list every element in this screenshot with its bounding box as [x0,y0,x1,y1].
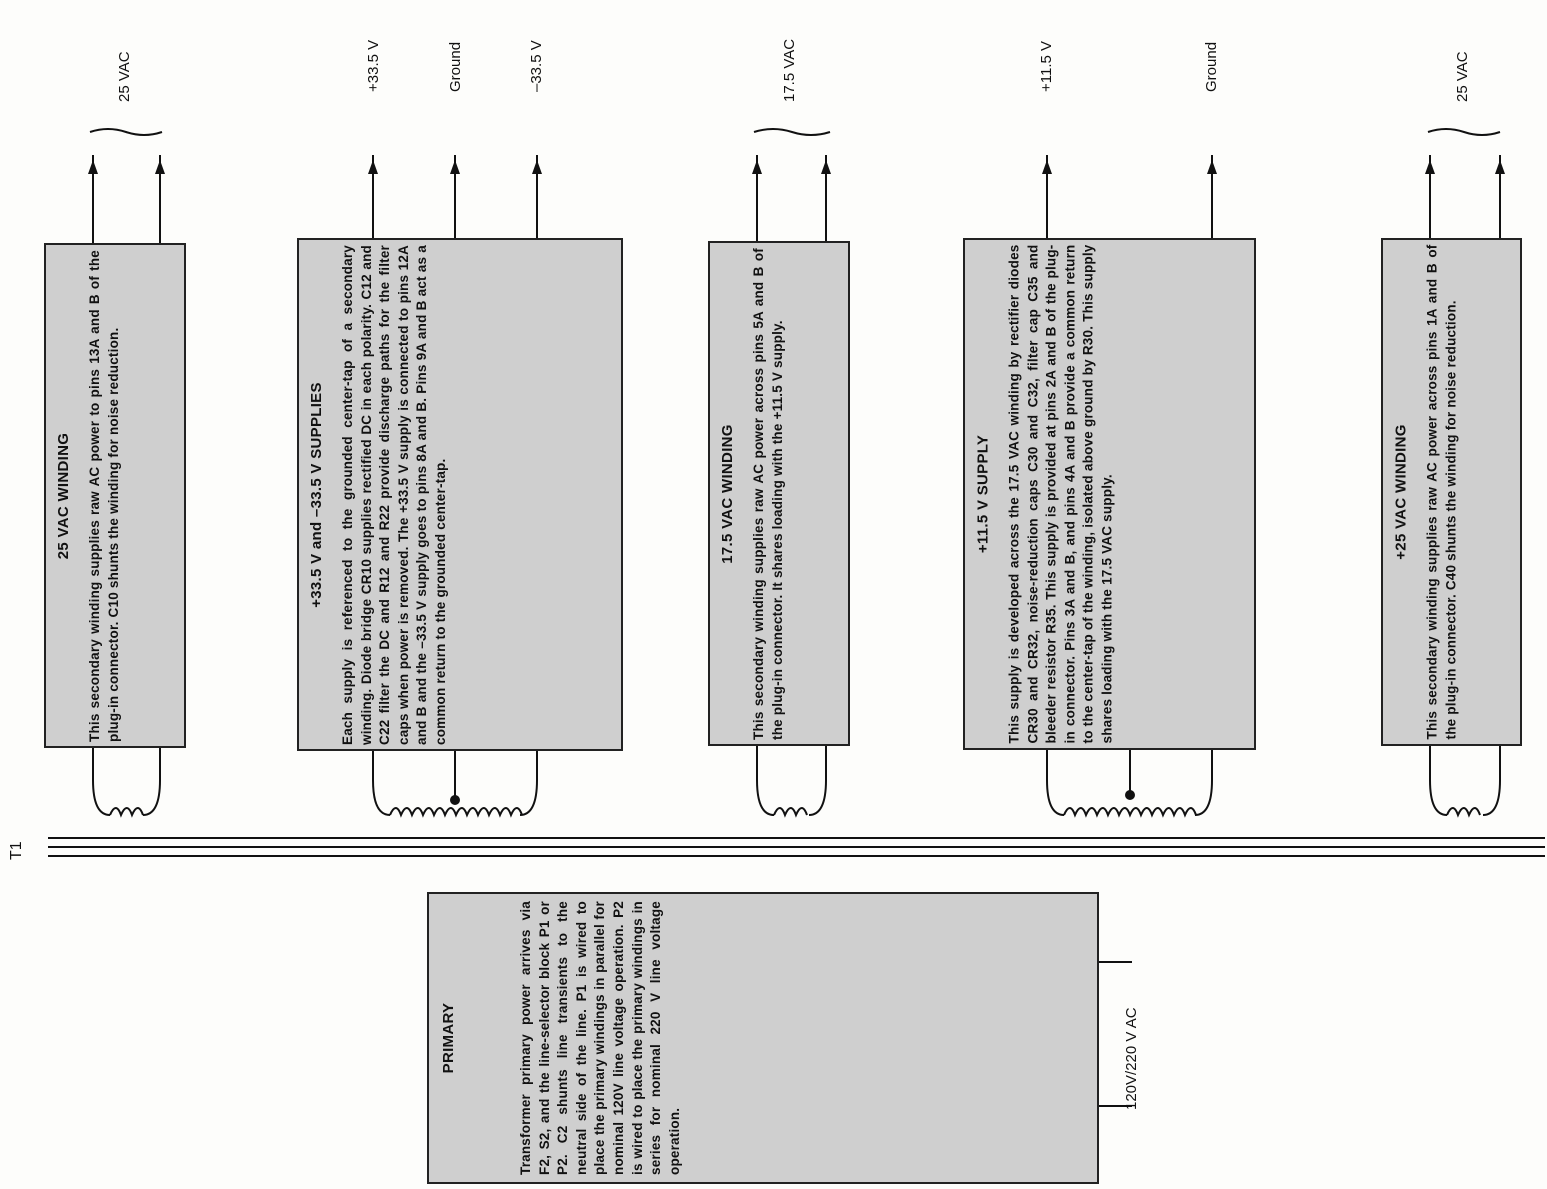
box-text: This secondary winding supplies raw AC p… [1424,244,1458,740]
box-17vac-winding: 17.5 VAC WINDING This secondary winding … [708,241,850,746]
output-label-ground-1: Ground [447,41,464,92]
box-33v-supplies: +33.5 V and –33.5 V SUPPLIES Each supply… [297,238,623,751]
output-label-plus-33v: +33.5 V [365,39,382,92]
box-25vac-winding: 25 VAC WINDING This secondary winding su… [44,243,186,748]
winding-plus-25vac [1425,128,1505,818]
output-label-ground-2: Ground [1203,41,1220,92]
box-text: This secondary winding supplies raw AC p… [87,249,121,742]
box-text: This supply is developed across the 17.5… [1006,244,1114,744]
winding-17vac [752,128,831,818]
output-label-plus-11v: +11.5 V [1038,40,1055,92]
output-label-minus-33v: –33.5 V [528,40,545,92]
box-title: 25 VAC WINDING [55,432,72,559]
box-title: +25 VAC WINDING [1392,424,1409,560]
box-11v-supply: +11.5 V SUPPLY This supply is developed … [963,238,1256,750]
output-label-25vac-2: 25 VAC [1454,51,1471,102]
transformer-label: T1 [8,841,25,860]
primary-input-label: 120V/220 V AC [1123,1007,1140,1110]
box-title: +33.5 V and –33.5 V SUPPLIES [308,381,325,608]
box-plus-25vac-winding: +25 VAC WINDING This secondary winding s… [1381,238,1522,746]
box-text: This secondary winding supplies raw AC p… [751,247,785,740]
winding-11v [1042,155,1217,818]
output-label-25vac-1: 25 VAC [116,51,133,102]
winding-25vac [88,128,165,818]
box-text: Transformer primary power arrives via F2… [518,901,682,1175]
output-label-17vac: 17.5 VAC [781,38,798,102]
box-text: Each supply is referenced to the grounde… [340,244,448,745]
box-title: +11.5 V SUPPLY [974,434,991,554]
box-primary: PRIMARY Transformer primary power arrive… [427,892,1099,1184]
box-title: 17.5 VAC WINDING [719,423,736,564]
box-title: PRIMARY [440,1002,457,1074]
primary-input-leads [1098,961,1132,1107]
